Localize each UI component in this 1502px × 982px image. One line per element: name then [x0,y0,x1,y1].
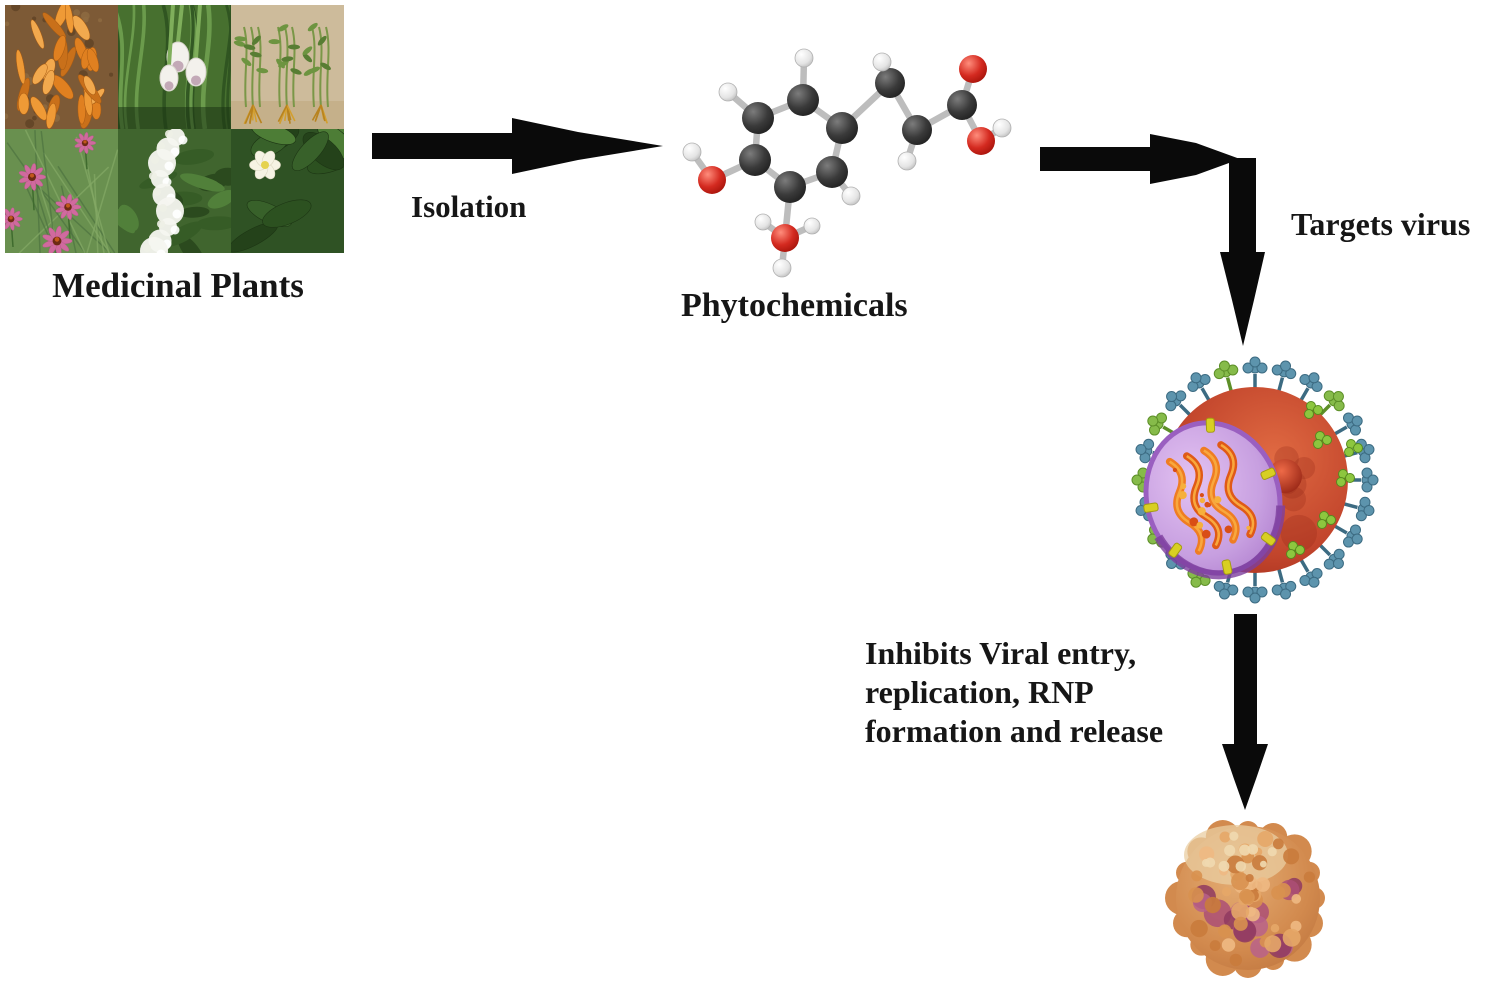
inhibition-label-line2: replication, RNP [865,674,1094,710]
tea-plant-flower-photo [231,129,344,253]
targets-virus-arrow-vertical [1220,158,1265,346]
medicinal-plants-collage [5,5,344,253]
influenza-virus-image [1131,356,1379,604]
rooted-cuttings-photo [231,5,344,129]
white-flower-spikes-photo [118,129,231,253]
isolation-arrow [372,118,663,174]
purple-coneflowers-photo [5,129,118,253]
inhibition-label-line1: Inhibits Viral entry, [865,635,1137,671]
inhibition-label: Inhibits Viral entry, replication, RNP f… [865,634,1163,751]
isolation-label: Isolation [411,189,527,224]
medicinal-plants-label: Medicinal Plants [52,266,304,305]
inhibition-arrow [1222,614,1268,810]
onion-bulbs-photo [118,5,231,129]
targets-virus-arrow-horizontal [1040,134,1240,184]
phytochemical-molecule-image [682,48,1012,278]
inhibition-label-line3: formation and release [865,713,1164,749]
phytochemicals-label: Phytochemicals [681,287,908,324]
targets-virus-label: Targets virus [1291,206,1471,242]
turmeric-rhizomes-photo [5,5,118,129]
inhibited-virus-image [1165,820,1325,978]
